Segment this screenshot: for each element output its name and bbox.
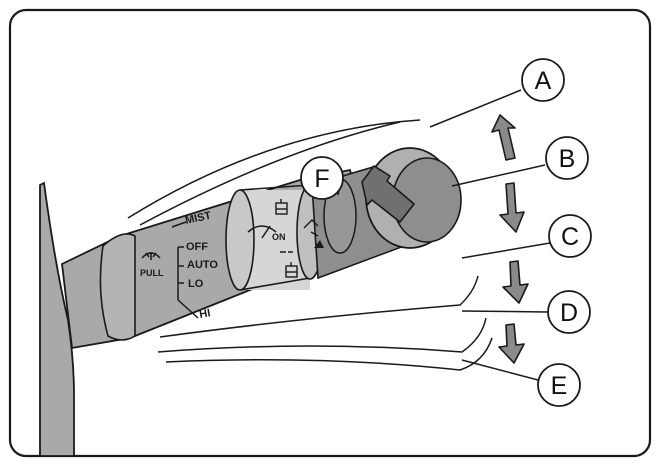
callout-b-label: B <box>559 145 576 173</box>
callout-c: C <box>548 214 592 258</box>
front-ring-top-edge <box>239 184 311 191</box>
mode-label-mist: MIST <box>184 210 212 227</box>
pull-label: PULL <box>140 268 164 278</box>
lever-joint <box>99 233 136 341</box>
motion-line <box>139 121 401 226</box>
down-arrow-icon <box>502 260 529 304</box>
ring-on-label: ON <box>272 232 286 242</box>
up-arrow-icon <box>491 114 516 161</box>
callout-e-label: E <box>551 372 568 400</box>
tick-mist <box>171 221 187 228</box>
leader-d <box>461 310 549 313</box>
rear-wiper-icon <box>280 251 298 278</box>
diagram-frame <box>8 8 652 458</box>
mode-label-lo: LO <box>188 278 204 290</box>
intermittent-wiper-icon <box>247 225 277 239</box>
callout-leaders <box>337 89 551 381</box>
leader-c <box>461 242 551 259</box>
motion-line <box>157 317 487 353</box>
callout-e: E <box>537 363 581 407</box>
callout-f-label: F <box>314 165 329 193</box>
tick-hi <box>177 299 199 319</box>
callout-a-label: A <box>535 67 552 95</box>
front-ring-left-edge <box>225 189 255 291</box>
leader-b <box>451 164 546 187</box>
washer-knob[interactable] <box>365 147 462 249</box>
mode-ticks <box>171 221 199 319</box>
rear-ring-wiper-icon <box>303 219 319 237</box>
motion-line <box>127 119 421 219</box>
callout-b: B <box>545 136 589 180</box>
push-arrow-icon <box>361 165 415 223</box>
leader-e <box>461 359 539 381</box>
callout-d: D <box>547 290 591 334</box>
callout-d-label: D <box>560 299 578 327</box>
down-arrow-icon <box>498 323 525 364</box>
leader-a <box>429 89 522 128</box>
callout-c-label: C <box>561 223 579 251</box>
front-ring-bottom-edge <box>239 277 311 291</box>
mode-label-auto: AUTO <box>187 259 218 271</box>
ring-pointer-icon <box>314 240 324 248</box>
mode-label-off: OFF <box>186 241 208 253</box>
motion-lines <box>127 119 493 371</box>
windshield-washer-icon <box>141 252 161 260</box>
rear-washer-icon <box>275 199 288 215</box>
motion-line <box>165 337 493 371</box>
down-arrow-icon <box>499 182 525 233</box>
motion-line <box>159 275 479 338</box>
callout-f: F <box>300 156 344 200</box>
mode-label-hi: HI <box>198 307 211 321</box>
callout-a: A <box>521 58 565 102</box>
